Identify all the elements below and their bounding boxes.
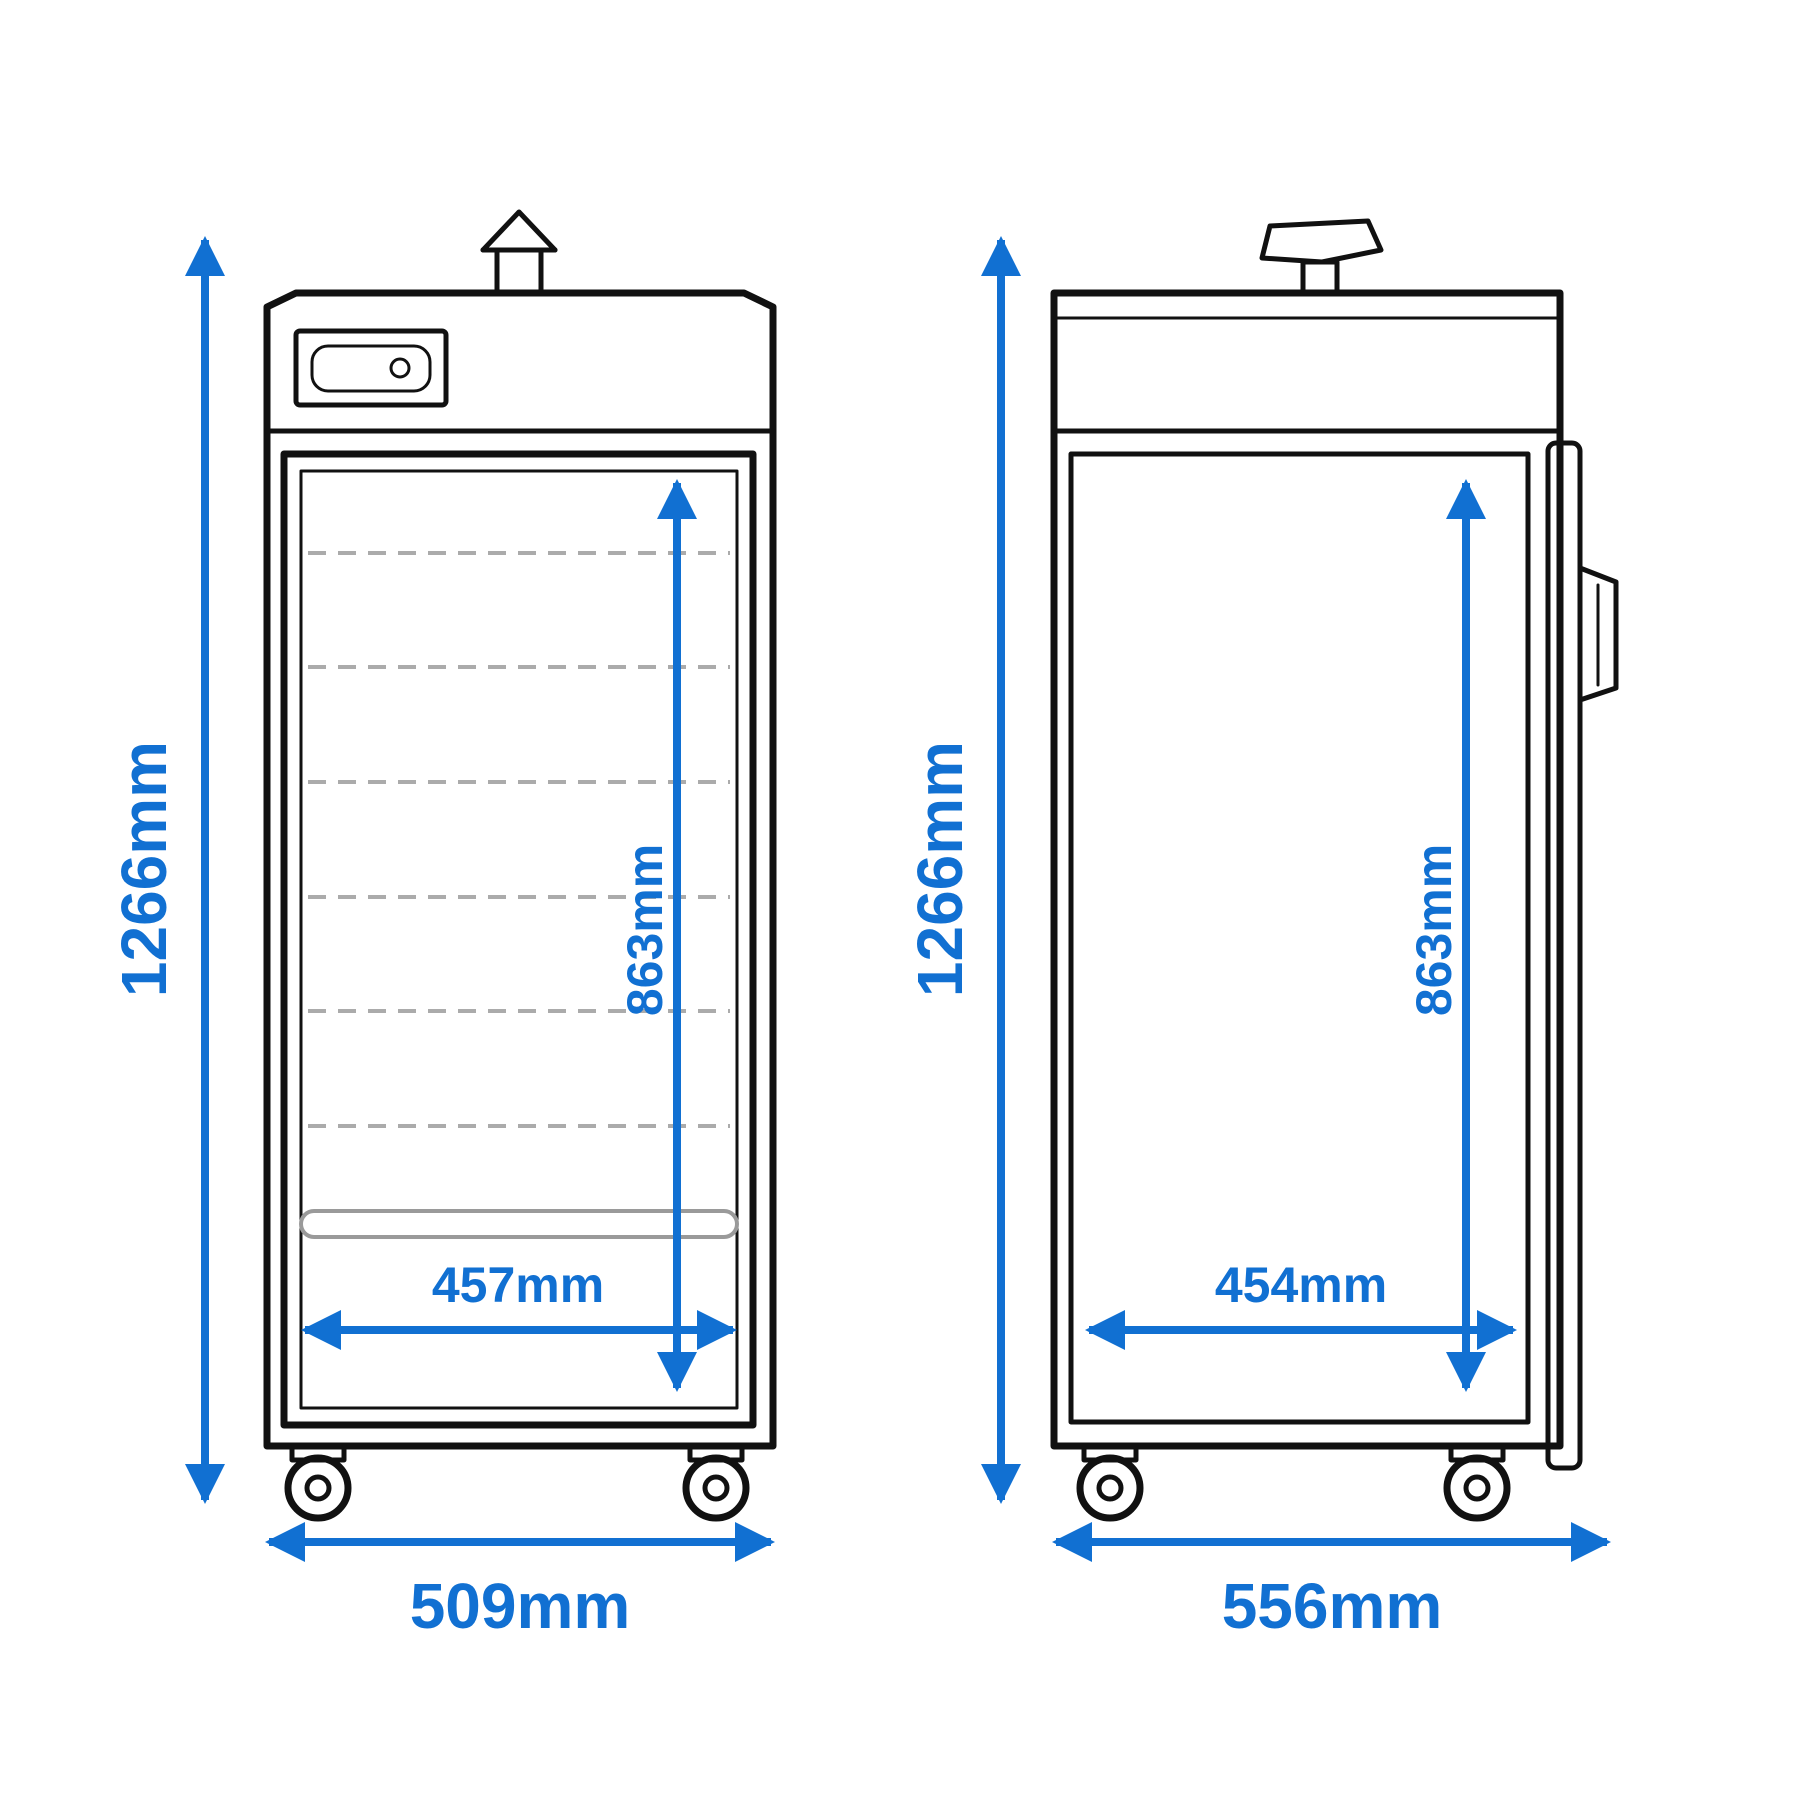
front-caster-right-icon <box>682 1443 750 1522</box>
front-overall-width-dimension: 509mm <box>265 1522 775 1642</box>
side-interior-depth-dimension: 454mm <box>1085 1257 1517 1350</box>
side-interior-height-dimension: 863mm <box>1406 479 1486 1392</box>
front-door-frame <box>280 450 757 1429</box>
side-caster-left-icon <box>1076 1443 1144 1522</box>
side-top-handle-icon <box>1259 218 1384 296</box>
front-caster-left-icon <box>284 1443 352 1522</box>
side-overall-depth-dimension: 556mm <box>1052 1522 1611 1642</box>
front-overall-width-label: 509mm <box>410 1570 631 1642</box>
front-interior-width-dimension: 457mm <box>301 1257 737 1350</box>
side-interior-depth-label: 454mm <box>1215 1257 1387 1313</box>
side-caster-right-icon <box>1443 1443 1511 1522</box>
front-control-panel <box>293 328 449 408</box>
front-overall-height-dimension: 1266mm <box>108 236 225 1504</box>
side-inner-panel <box>1068 451 1531 1425</box>
side-cabinet-outline <box>1050 289 1564 1450</box>
front-interior-height-label: 863mm <box>617 844 673 1016</box>
front-chimney-vent-icon <box>480 209 558 296</box>
front-drip-tray <box>299 1209 739 1239</box>
side-interior-height-label: 863mm <box>1406 844 1462 1016</box>
control-indicator-icon <box>389 357 411 379</box>
side-overall-depth-label: 556mm <box>1222 1570 1443 1642</box>
front-overall-height-label: 1266mm <box>108 741 180 997</box>
front-interior-width-label: 457mm <box>432 1257 604 1313</box>
side-door-handle-icon <box>1577 565 1619 703</box>
front-shelf-lines <box>308 551 730 1128</box>
side-overall-height-label: 1266mm <box>904 741 976 997</box>
side-overall-height-dimension: 1266mm <box>904 236 1021 1504</box>
front-cabinet-outline <box>263 289 777 1450</box>
side-view: 1266mm 863mm 454mm 556mm <box>904 218 1619 1642</box>
side-door-slab <box>1545 440 1583 1471</box>
front-interior-height-dimension: 863mm <box>617 479 697 1392</box>
front-view: 1266mm 863mm 457mm 509mm <box>108 209 777 1642</box>
front-door-glass <box>299 469 739 1410</box>
